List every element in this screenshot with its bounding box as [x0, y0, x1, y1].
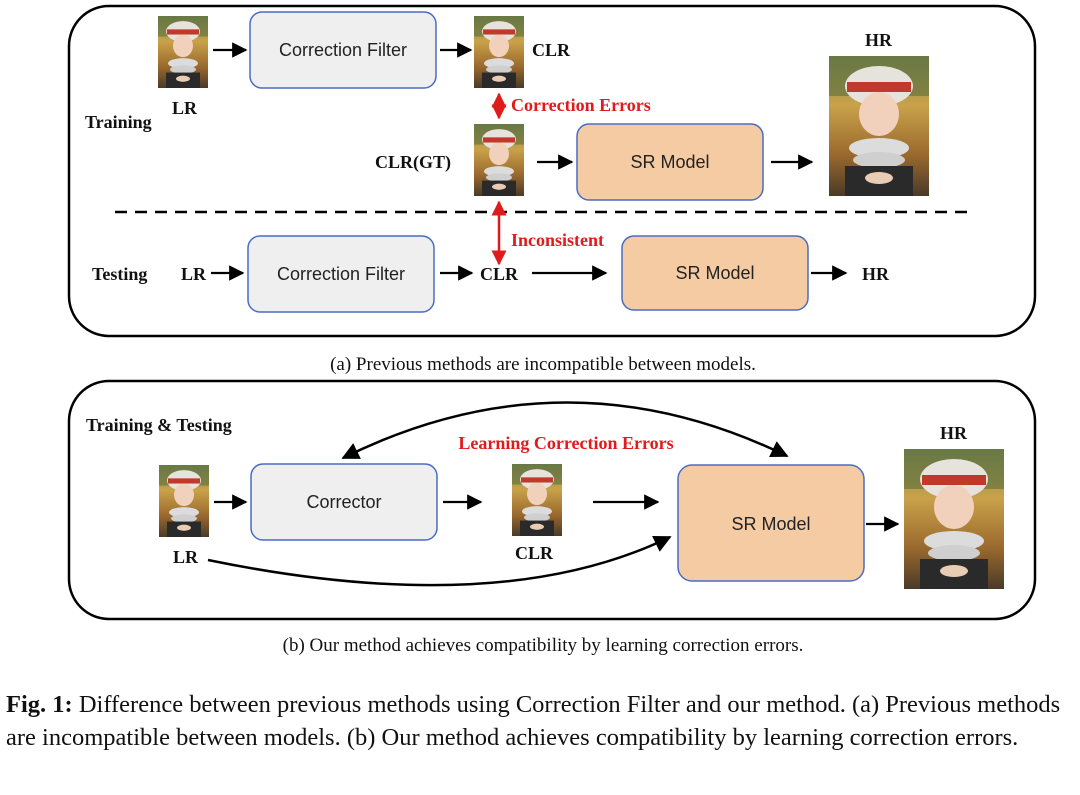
sr-model-label-b: SR Model: [731, 514, 810, 534]
panel-b-frame: [67, 379, 1037, 621]
clr-label-train: CLR: [532, 40, 571, 60]
correction-filter-label-train: Correction Filter: [279, 40, 407, 60]
clr-image-a: [474, 16, 524, 89]
lr-bypass-arrow: [207, 535, 672, 587]
clr-label-b: CLR: [515, 543, 554, 563]
lr-label-train: LR: [172, 98, 198, 118]
hr-label-b: HR: [940, 423, 968, 443]
figure-caption-text: Difference between previous methods usin…: [6, 691, 1061, 751]
learning-loop-arrow: [341, 401, 789, 460]
hr-image-a: [829, 56, 929, 196]
panel-b-caption: (b) Our method achieves compatibility by…: [283, 635, 804, 656]
training-testing-label: Training & Testing: [86, 415, 232, 435]
figure-number: Fig. 1:: [6, 691, 73, 718]
correction-filter-label-test: Correction Filter: [277, 264, 405, 284]
correction-errors-label: Correction Errors: [511, 95, 651, 115]
clr-label-test: CLR: [480, 264, 519, 284]
clr-gt-label: CLR(GT): [375, 152, 451, 173]
corrector-label: Corrector: [306, 492, 381, 512]
hr-image-b: [904, 449, 1004, 589]
training-label: Training: [85, 112, 152, 132]
sr-model-box-b: [677, 464, 865, 582]
testing-label: Testing: [92, 264, 147, 284]
learning-correction-errors-label: Learning Correction Errors: [458, 433, 673, 453]
clr-image-b: [512, 464, 562, 537]
sr-model-label-test: SR Model: [675, 263, 754, 283]
sr-model-label-train: SR Model: [630, 152, 709, 172]
lr-image-a: [158, 16, 208, 89]
lr-label-b: LR: [173, 547, 199, 567]
panel-a-frame: [67, 4, 1037, 338]
hr-label-test: HR: [862, 264, 890, 284]
figure-caption: Fig. 1: Difference between previous meth…: [6, 688, 1074, 754]
inconsistent-label: Inconsistent: [511, 230, 604, 250]
lr-image-b: [159, 465, 209, 538]
correction-filter-box-train: [249, 11, 437, 89]
correction-filter-box-test: [247, 235, 435, 313]
panel-a-caption: (a) Previous methods are incompatible be…: [330, 354, 756, 375]
sr-model-box-test: [621, 235, 809, 311]
clr-gt-image: [474, 124, 524, 197]
sr-model-box-train: [576, 123, 764, 201]
lr-label-test: LR: [181, 264, 207, 284]
corrector-box: [250, 463, 438, 541]
hr-label-train: HR: [865, 30, 893, 50]
